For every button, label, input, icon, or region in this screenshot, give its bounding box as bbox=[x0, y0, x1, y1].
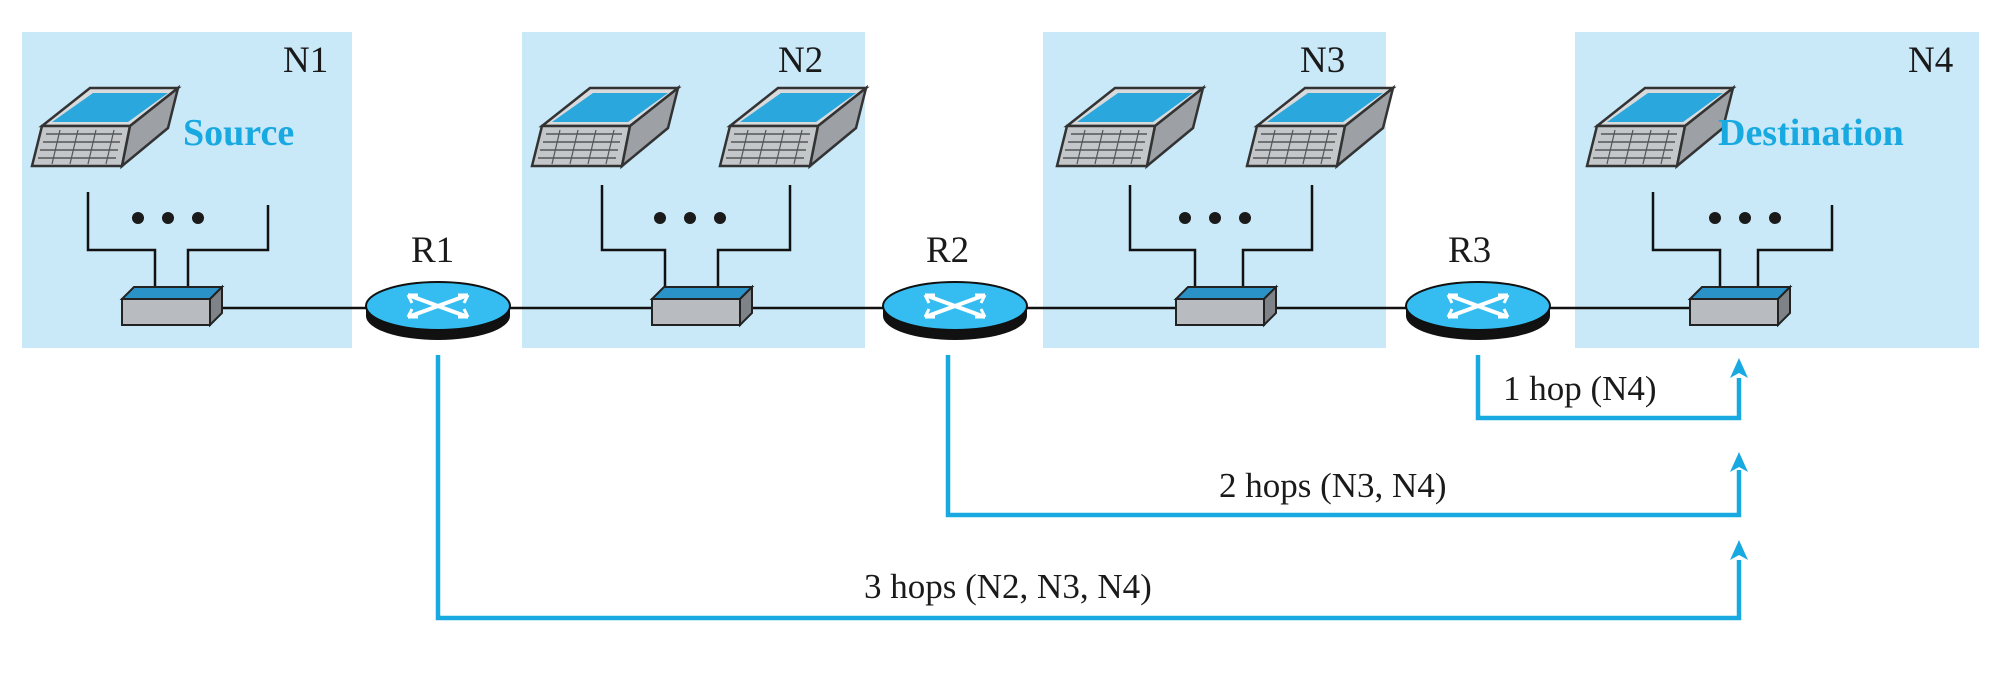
ethernet-switch-icon bbox=[1175, 286, 1277, 326]
network-label-n1: N1 bbox=[283, 40, 328, 81]
hop-path-r3 bbox=[1475, 355, 1742, 421]
arrow-up-icon bbox=[1730, 358, 1748, 378]
ethernet-switch-icon bbox=[1689, 286, 1791, 326]
router-icon bbox=[1404, 280, 1552, 342]
ethernet-switch-icon bbox=[651, 286, 753, 326]
router-label-r2: R2 bbox=[926, 230, 969, 271]
router-label-r1: R1 bbox=[411, 230, 454, 271]
hop-path-r1 bbox=[435, 355, 1742, 621]
arrow-up-icon bbox=[1730, 452, 1748, 472]
network-label-n3: N3 bbox=[1300, 40, 1345, 81]
router-icon bbox=[364, 280, 512, 342]
hop-path-r2 bbox=[945, 355, 1742, 518]
network-backgrounds bbox=[22, 32, 1979, 348]
network-label-n4: N4 bbox=[1908, 40, 1953, 81]
router-icon bbox=[881, 280, 1029, 342]
lan-wiring bbox=[86, 185, 1834, 287]
arrow-up-icon bbox=[1730, 540, 1748, 560]
hop-paths bbox=[435, 355, 1742, 621]
destination-label: Destination bbox=[1718, 112, 1904, 154]
ethernet-switch-icon bbox=[121, 286, 223, 326]
hop-label-3: 3 hops (N2, N3, N4) bbox=[864, 567, 1152, 606]
ellipsis-dots bbox=[132, 212, 1781, 224]
source-label: Source bbox=[183, 112, 294, 154]
hop-label-2: 2 hops (N3, N4) bbox=[1219, 466, 1446, 505]
router-label-r3: R3 bbox=[1448, 230, 1491, 271]
network-label-n2: N2 bbox=[778, 40, 823, 81]
hop-label-1: 1 hop (N4) bbox=[1503, 369, 1657, 408]
